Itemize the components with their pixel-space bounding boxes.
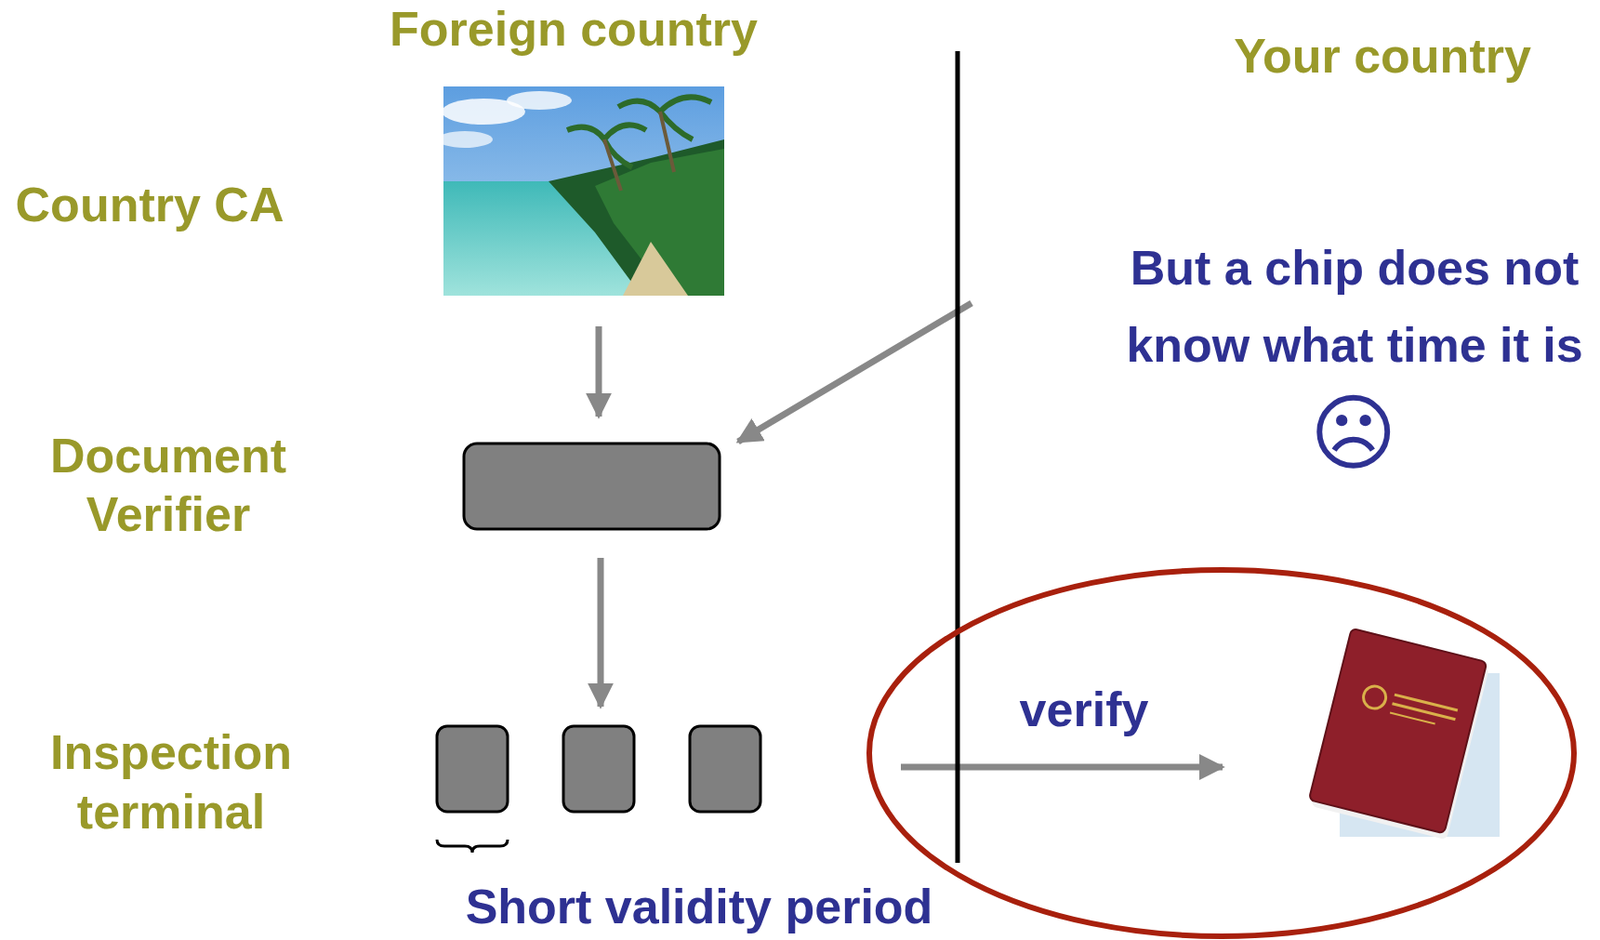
arrow <box>738 303 972 442</box>
row-label: Document Verifier <box>28 426 308 544</box>
terminal-box <box>436 726 508 812</box>
verify-arrow <box>900 764 1223 771</box>
note-text: But a chip does not know what time it is <box>1122 229 1587 384</box>
terminal-box <box>563 726 635 812</box>
note-text: Short validity period <box>420 878 979 935</box>
highlight-ellipse <box>869 569 1574 937</box>
bracket <box>436 839 508 853</box>
row-label: Country CA <box>5 176 294 233</box>
arrow-label: verify <box>991 681 1177 738</box>
arrow <box>597 557 605 707</box>
passport <box>1307 628 1500 840</box>
column-heading: Foreign country <box>331 0 816 57</box>
terminal-box <box>689 726 761 812</box>
row-label: Inspection terminal <box>31 722 311 842</box>
arrow <box>595 326 603 417</box>
verifier-box <box>463 443 720 529</box>
sad-face: ☹ <box>1297 386 1410 480</box>
column-heading: Your country <box>1187 27 1578 84</box>
border-line <box>955 51 961 863</box>
beach-photo <box>436 86 725 296</box>
